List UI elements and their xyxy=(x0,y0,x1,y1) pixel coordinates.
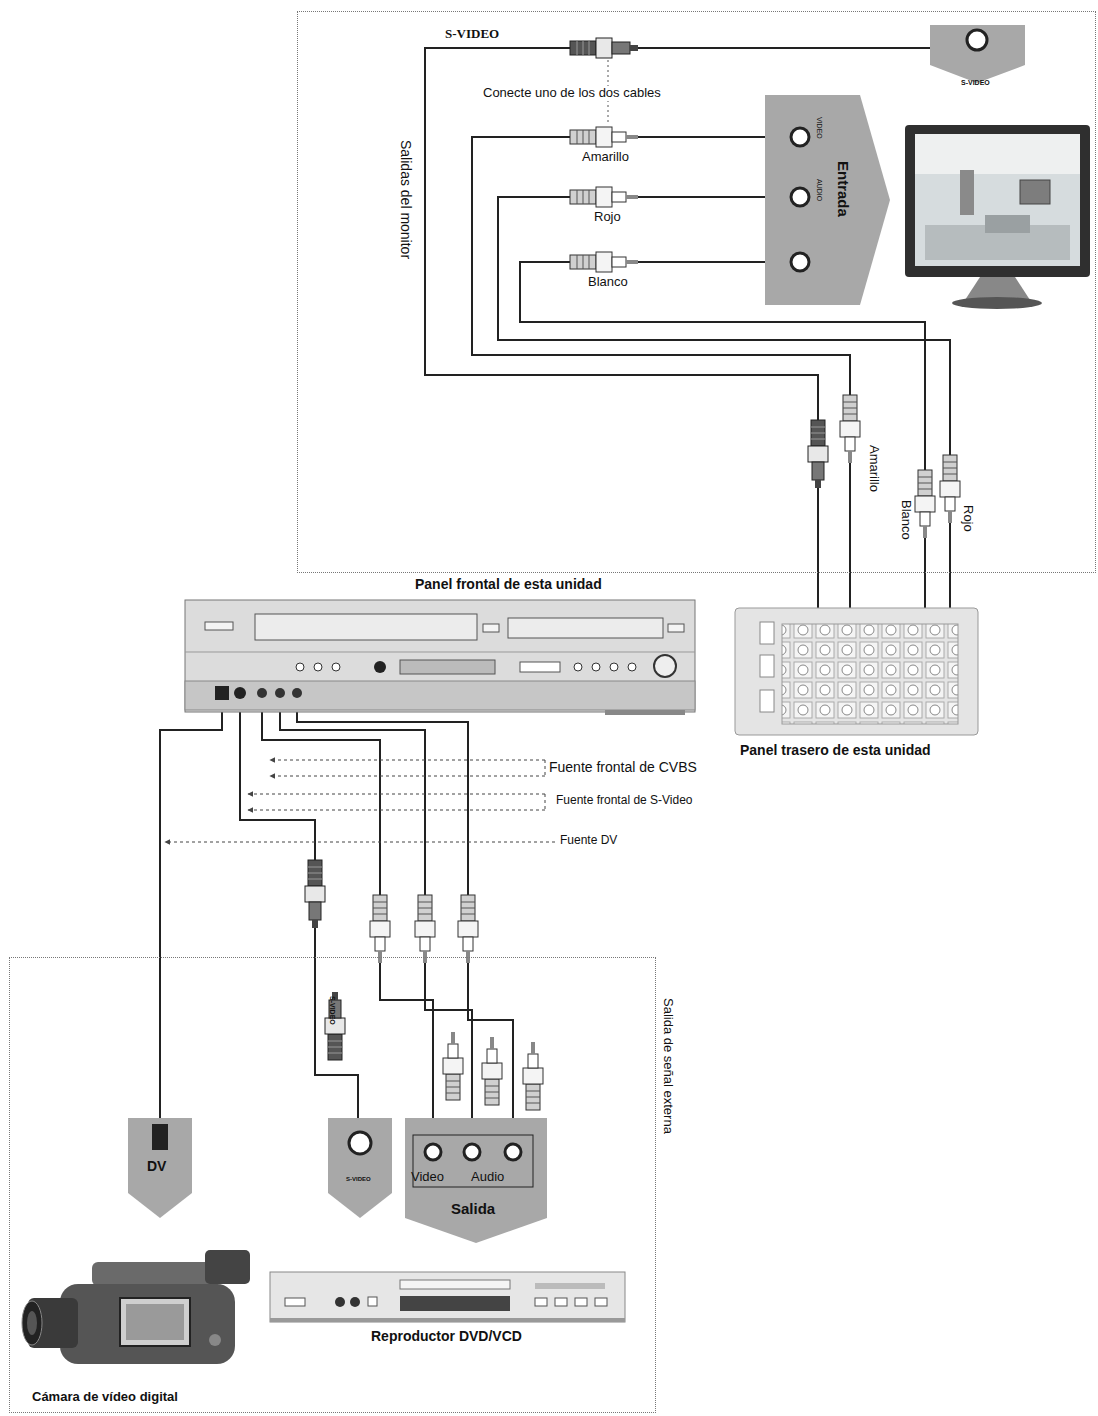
cable xyxy=(280,712,472,1118)
svideo-tag-shape xyxy=(328,1118,392,1218)
dvd-player: Reproductor DVD/VCD xyxy=(268,1268,628,1368)
svideo-output-tag: S-VIDEO xyxy=(328,1118,392,1218)
dotted-region: Salida de señal externaDVS-VIDEOVideoAud… xyxy=(10,958,655,1412)
callout-label: S-VIDEO xyxy=(328,996,336,1025)
node-label: Reproductor DVD/VCD xyxy=(371,1328,522,1344)
dotted-region: Salidas del monitor S-VIDEO Entrada VIDEO AU… xyxy=(298,12,1095,572)
node-label: DV xyxy=(147,1158,166,1174)
dv-tag-shape xyxy=(128,1118,192,1218)
tv-monitor xyxy=(905,125,1090,309)
node-label: S-VIDEO xyxy=(346,1176,371,1183)
node-label: Cámara de vídeo digital xyxy=(32,1390,178,1405)
av-input-panel: Entrada VIDEO AUDIO xyxy=(765,95,890,305)
cable xyxy=(425,48,930,608)
front-panel-unit xyxy=(185,600,695,715)
source-arrows xyxy=(165,760,555,842)
cable xyxy=(240,712,358,1118)
dvd-player-drawing xyxy=(270,1272,625,1322)
rca-jacks xyxy=(425,1144,521,1160)
svideo-input-tag: S-VIDEO xyxy=(930,25,1025,83)
camcorder-drawing xyxy=(22,1250,250,1364)
svideo-jack xyxy=(967,30,987,50)
callout-label: Fuente frontal de S-Video xyxy=(556,794,693,808)
callout-label: Conecte uno de los dos cables xyxy=(481,86,663,101)
node-label: S-VIDEO xyxy=(961,79,990,87)
rear-panel: Panel trasero de esta unidad xyxy=(735,608,978,735)
input-tag-shape xyxy=(930,25,1025,83)
cable xyxy=(262,712,433,1118)
rear-panel-unit xyxy=(735,608,978,735)
callout-label: Blanco xyxy=(898,500,913,540)
cable-label: Amarillo xyxy=(582,150,629,165)
cable xyxy=(520,262,925,608)
node-label: Salidas del monitor xyxy=(398,140,414,259)
dv-output-tag: DV xyxy=(128,1118,192,1218)
cable-label: Blanco xyxy=(588,275,628,290)
dv-port xyxy=(152,1124,168,1150)
node-label: Audio xyxy=(471,1170,504,1185)
callout-label: Fuente DV xyxy=(560,834,617,848)
node-label: Video xyxy=(411,1170,444,1185)
callout-label: Fuente frontal de CVBS xyxy=(549,759,697,775)
front-panel: Panel frontal de esta unidad xyxy=(185,600,695,712)
cable xyxy=(297,712,513,1118)
av-output-panel: Video AudioSalida xyxy=(405,1118,547,1243)
node-label: Panel trasero de esta unidad xyxy=(740,742,931,758)
rca-jacks xyxy=(791,128,809,271)
node-label: Entrada xyxy=(835,161,852,217)
cable xyxy=(160,712,222,1118)
input-panel-shape xyxy=(765,95,890,305)
cable-label: S-VIDEO xyxy=(445,27,499,42)
callout-label: Amarillo xyxy=(866,445,881,492)
callout-label: Rojo xyxy=(960,505,975,532)
camcorder: Cámara de vídeo digital xyxy=(20,1240,260,1412)
cable-label: Rojo xyxy=(594,210,621,225)
node-label: Salida de señal externa xyxy=(660,998,675,1134)
node-label: VIDEO xyxy=(815,117,823,139)
node-label: Salida xyxy=(451,1200,495,1217)
output-panel-shape xyxy=(405,1118,547,1243)
node-label: AUDIO xyxy=(815,179,823,201)
cable xyxy=(498,197,950,608)
cable-plugs xyxy=(305,38,960,1110)
svideo-jack xyxy=(349,1132,371,1154)
node-label: Panel frontal de esta unidad xyxy=(415,576,602,592)
